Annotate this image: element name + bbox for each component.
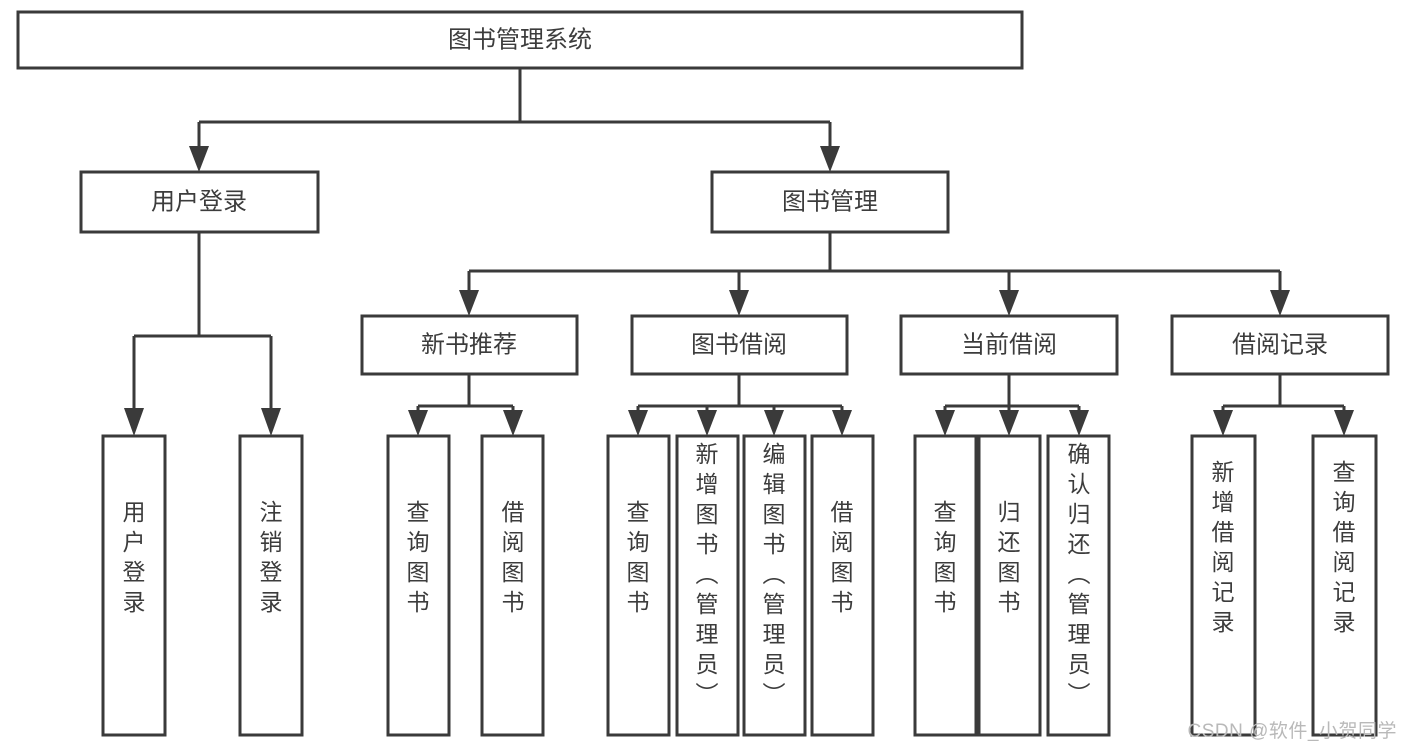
node-box-leaf-logout-login[interactable] [238, 434, 304, 737]
arrow-head-new-book-recommend [459, 290, 479, 316]
node-book-borrow[interactable]: 图书借阅 [630, 314, 849, 376]
node-label-leaf-query-book-1: 查询图书 [407, 499, 430, 615]
node-box-leaf-query-book-1[interactable] [386, 434, 451, 737]
node-label-leaf-return-book: 归还图书 [998, 499, 1021, 615]
node-leaf-logout-login[interactable]: 注销登录 [238, 434, 304, 737]
node-current-borrow[interactable]: 当前借阅 [899, 314, 1119, 376]
node-leaf-add-book[interactable]: 新增图书︵管理员︶ [675, 434, 740, 737]
node-label-leaf-confirm-return: 确认归还︵管理员︶ [1068, 441, 1091, 707]
arrow-head-leaf-return-book [999, 410, 1019, 436]
node-box-leaf-confirm-return[interactable] [1046, 434, 1111, 737]
node-label-leaf-query-book-2: 查询图书 [627, 499, 650, 615]
arrow-head-borrow-record [1270, 290, 1290, 316]
node-label-leaf-logout-login: 注销登录 [260, 499, 283, 615]
node-box-book-borrow[interactable] [630, 314, 849, 376]
node-box-current-borrow[interactable] [899, 314, 1119, 376]
node-root-system[interactable]: 图书管理系统 [16, 10, 1024, 70]
node-box-leaf-borrow-book-2[interactable] [810, 434, 875, 737]
node-label-borrow-record: 借阅记录 [1232, 331, 1328, 358]
node-label-root: 图书管理系统 [448, 26, 592, 53]
node-leaf-query-record[interactable]: 查询借阅记录 [1311, 434, 1378, 737]
node-new-book-recommend[interactable]: 新书推荐 [360, 314, 579, 376]
arrow-head-leaf-query-record [1334, 410, 1354, 436]
node-label-leaf-add-book: 新增图书︵管理员︶ [696, 441, 719, 707]
node-label-leaf-add-record: 新增借阅记录 [1212, 459, 1235, 635]
node-label-leaf-query-record: 查询借阅记录 [1333, 459, 1356, 635]
node-box-leaf-add-book[interactable] [675, 434, 740, 737]
node-box-book-management[interactable] [710, 170, 950, 234]
node-box-user-login[interactable] [79, 170, 320, 234]
node-book-management[interactable]: 图书管理 [710, 170, 950, 234]
node-leaf-confirm-return[interactable]: 确认归还︵管理员︶ [1046, 434, 1111, 737]
connector-layer [124, 68, 1354, 436]
node-leaf-query-book-2[interactable]: 查询图书 [606, 434, 671, 737]
arrow-head-leaf-confirm-return [1069, 410, 1089, 436]
node-leaf-edit-book[interactable]: 编辑图书︵管理员︶ [742, 434, 807, 737]
node-leaf-add-record[interactable]: 新增借阅记录 [1190, 434, 1257, 737]
node-box-leaf-add-record[interactable] [1190, 434, 1257, 737]
node-leaf-return-book[interactable]: 归还图书 [977, 434, 1042, 737]
node-box-borrow-record[interactable] [1170, 314, 1390, 376]
node-leaf-user-login[interactable]: 用户登录 [101, 434, 167, 737]
node-leaf-query-book-1[interactable]: 查询图书 [386, 434, 451, 737]
arrow-head-leaf-user-login [124, 408, 144, 436]
node-leaf-borrow-book-2[interactable]: 借阅图书 [810, 434, 875, 737]
arrow-head-leaf-query-book-3 [935, 410, 955, 436]
node-box-leaf-query-book-3[interactable] [913, 434, 978, 737]
node-label-leaf-edit-book: 编辑图书︵管理员︶ [763, 441, 786, 707]
arrow-head-leaf-query-book-2 [628, 410, 648, 436]
node-user-login[interactable]: 用户登录 [79, 170, 320, 234]
arrow-head-leaf-add-record [1213, 410, 1233, 436]
node-label-book-borrow: 图书借阅 [691, 331, 787, 358]
node-label-user-login: 用户登录 [151, 188, 247, 215]
node-box-leaf-user-login[interactable] [101, 434, 167, 737]
arrow-head-leaf-logout-login [261, 408, 281, 436]
arrow-head-current-borrow [999, 290, 1019, 316]
node-leaf-borrow-book-1[interactable]: 借阅图书 [480, 434, 545, 737]
node-label-leaf-query-book-3: 查询图书 [934, 499, 957, 615]
node-box-leaf-query-book-2[interactable] [606, 434, 671, 737]
node-box-leaf-borrow-book-1[interactable] [480, 434, 545, 737]
node-label-leaf-user-login: 用户登录 [123, 499, 146, 615]
node-box-leaf-edit-book[interactable] [742, 434, 807, 737]
node-leaf-query-book-3[interactable]: 查询图书 [913, 434, 978, 737]
node-box-leaf-return-book[interactable] [977, 434, 1042, 737]
node-label-current-borrow: 当前借阅 [961, 331, 1057, 358]
arrow-head-book-borrow [729, 290, 749, 316]
node-label-leaf-borrow-book-2: 借阅图书 [831, 499, 854, 615]
arrow-head-leaf-borrow-book-2 [832, 410, 852, 436]
node-borrow-record[interactable]: 借阅记录 [1170, 314, 1390, 376]
node-label-new-book-recommend: 新书推荐 [421, 331, 517, 358]
node-box-leaf-query-record[interactable] [1311, 434, 1378, 737]
node-label-leaf-borrow-book-1: 借阅图书 [502, 499, 525, 615]
arrow-head-leaf-borrow-book-1 [503, 410, 523, 436]
node-box-new-book-recommend[interactable] [360, 314, 579, 376]
arrow-head-leaf-edit-book [764, 410, 784, 436]
node-label-book-management: 图书管理 [782, 188, 878, 215]
arrow-head-book-management [820, 146, 840, 172]
arrow-head-leaf-query-book-1 [408, 410, 428, 436]
arrow-head-user-login [189, 146, 209, 172]
arrow-head-leaf-add-book [697, 410, 717, 436]
node-box-root[interactable] [16, 10, 1024, 70]
